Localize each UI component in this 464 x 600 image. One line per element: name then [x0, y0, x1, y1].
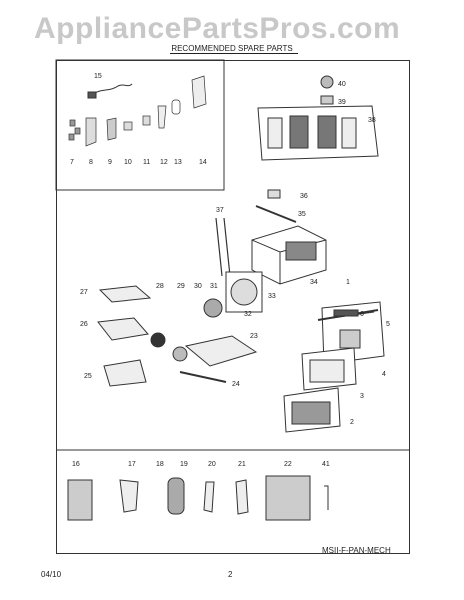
callout-31: 31	[210, 283, 218, 290]
callout-35: 35	[298, 211, 306, 218]
callout-20: 20	[208, 461, 216, 468]
callout-10: 10	[124, 159, 132, 166]
part-power-cord	[87, 83, 133, 99]
page-number: 2	[228, 570, 233, 579]
callout-8: 8	[89, 159, 93, 166]
part-motor	[203, 298, 223, 318]
callout-2: 2	[350, 419, 354, 426]
callout-21: 21	[238, 461, 246, 468]
part-front-panel	[283, 301, 385, 433]
page-title: RECOMMENDED SPARE PARTS	[171, 44, 293, 53]
part-27	[98, 285, 152, 303]
part-35-rod	[255, 205, 297, 223]
callout-25: 25	[84, 373, 92, 380]
callout-15: 15	[94, 73, 102, 80]
part-compressor-top	[150, 332, 166, 348]
part-knob	[320, 75, 334, 89]
callout-26: 26	[80, 321, 88, 328]
callout-3: 3	[360, 393, 364, 400]
part-control-board	[320, 95, 334, 105]
callout-34: 34	[310, 279, 318, 286]
callout-39: 39	[338, 99, 346, 106]
part-25	[103, 359, 147, 387]
callout-23: 23	[250, 333, 258, 340]
callout-18: 18	[156, 461, 164, 468]
part-37-strip	[215, 217, 231, 277]
part-base-pan	[184, 335, 258, 367]
callout-4: 4	[382, 371, 386, 378]
callout-9: 9	[108, 159, 112, 166]
part-24-rod	[179, 371, 227, 383]
model-code: MSII-F-PAN-MECH	[322, 546, 391, 555]
callout-19: 19	[180, 461, 188, 468]
part-fan-hub	[172, 346, 188, 362]
callout-37: 37	[216, 207, 224, 214]
callout-14: 14	[199, 159, 207, 166]
callout-38: 38	[368, 117, 376, 124]
callout-41: 41	[322, 461, 330, 468]
footer-date: 04/10	[41, 570, 62, 579]
watermark: AppliancePartsPros.com	[34, 12, 401, 45]
callout-30: 30	[194, 283, 202, 290]
callout-29: 29	[177, 283, 185, 290]
callout-27: 27	[80, 289, 88, 296]
callout-33: 33	[268, 293, 276, 300]
part-small-clips	[68, 75, 207, 147]
callout-36: 36	[300, 193, 308, 200]
callout-1: 1	[346, 279, 350, 286]
callout-24: 24	[232, 381, 240, 388]
callout-40: 40	[338, 81, 346, 88]
part-cabinet	[251, 225, 327, 285]
callout-13: 13	[174, 159, 182, 166]
part-fan-blade	[230, 278, 258, 306]
callout-28: 28	[156, 283, 164, 290]
diagram-frame	[56, 60, 410, 554]
callout-labels: 1 2 3 4 5 6 7 8 9 10 11 12 13 14 15 16 1…	[70, 73, 390, 468]
callout-5: 5	[386, 321, 390, 328]
callout-11: 11	[143, 159, 150, 166]
callout-22: 22	[284, 461, 292, 468]
callout-17: 17	[128, 461, 136, 468]
callout-12: 12	[160, 159, 168, 166]
small-parts-inset	[55, 59, 225, 191]
callout-16: 16	[72, 461, 80, 468]
callout-6: 6	[360, 311, 364, 318]
part-36	[267, 189, 281, 199]
part-26	[97, 317, 149, 341]
title-underline	[170, 53, 298, 54]
callout-32: 32	[244, 311, 252, 318]
callout-7: 7	[70, 159, 74, 166]
bottom-row-parts	[67, 475, 329, 521]
part-front-grille	[257, 105, 379, 161]
